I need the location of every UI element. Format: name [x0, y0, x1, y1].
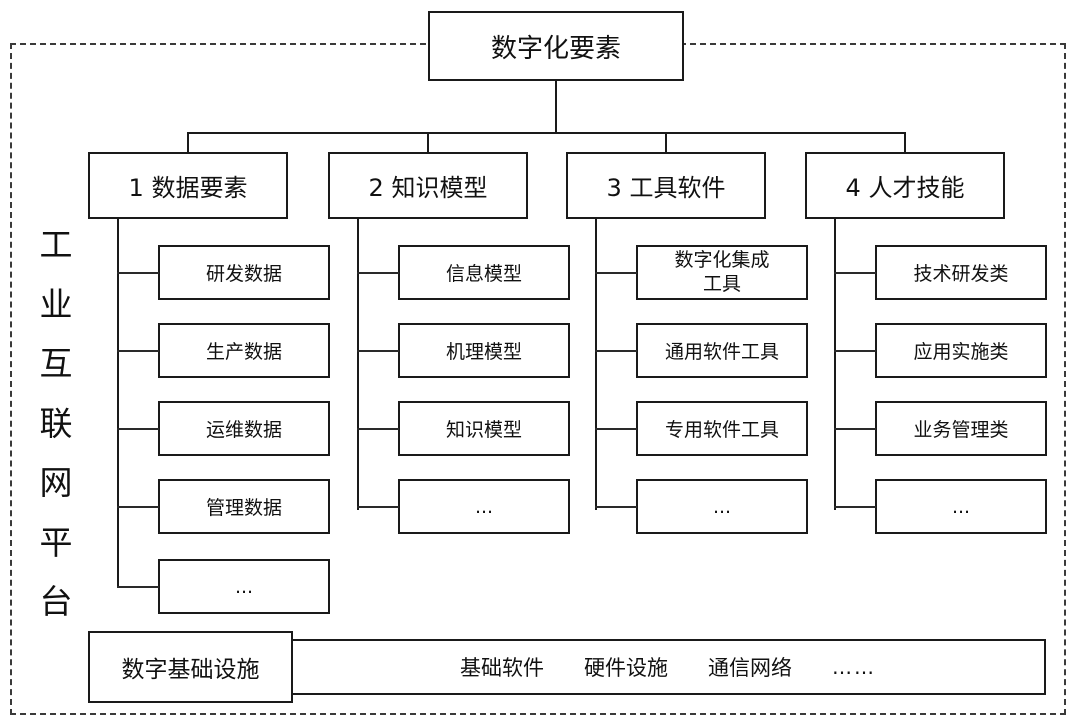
sub-node-c1-r1-label: 研发数据: [205, 263, 282, 285]
connector-spine-col-2: [357, 219, 360, 510]
sub-node-c3-r4[interactable]: ...: [636, 479, 808, 534]
infrastructure-item-0[interactable]: 基础软件: [460, 656, 544, 680]
sub-node-c2-r1-label: 信息模型: [445, 263, 522, 285]
infrastructure-items: 基础软件 硬件设施 通信网络 ……: [272, 652, 876, 682]
sub-node-c1-r2[interactable]: 生产数据: [158, 323, 330, 378]
sub-node-c1-r3-label: 运维数据: [205, 419, 282, 441]
connector-stub-c3-r2: [595, 350, 637, 353]
infrastructure-item-3: ……: [832, 655, 876, 679]
category-header-4-label: 4 人才技能: [845, 174, 965, 202]
root-node-label: 数字化要素: [490, 33, 621, 64]
platform-label-char-4: 网: [39, 463, 73, 502]
platform-vertical-label: 工 业 互 联 网 平 台: [28, 228, 84, 618]
platform-frame: [10, 43, 1066, 715]
sub-node-c4-r1[interactable]: 技术研发类: [875, 245, 1047, 300]
category-header-3-label: 3 工具软件: [606, 174, 726, 202]
sub-node-c4-r3[interactable]: 业务管理类: [875, 401, 1047, 456]
connector-stub-c4-r2: [834, 350, 876, 353]
connector-stub-c4-r3: [834, 428, 876, 431]
root-node-digital-elements[interactable]: 数字化要素: [428, 11, 684, 81]
connector-stub-c3-r4: [595, 506, 637, 509]
sub-node-c4-r3-label: 业务管理类: [913, 419, 1009, 441]
connector-stub-c2-r4: [357, 506, 399, 509]
infrastructure-bar: 基础软件 硬件设施 通信网络 ……: [270, 639, 1046, 695]
category-header-4[interactable]: 4 人才技能: [805, 152, 1005, 219]
category-header-1-label: 1 数据要素: [128, 174, 248, 202]
sub-node-c3-r1[interactable]: 数字化集成工具: [636, 245, 808, 300]
sub-node-c3-r2[interactable]: 通用软件工具: [636, 323, 808, 378]
connector-stub-c3-r1: [595, 272, 637, 275]
platform-label-char-3: 联: [39, 403, 73, 443]
connector-stub-c1-r1: [117, 272, 159, 275]
connector-stub-c1-r2: [117, 350, 159, 353]
connector-spine-col-1: [117, 219, 120, 588]
connector-stub-c2-r3: [357, 428, 399, 431]
sub-node-c2-r4-label: ...: [474, 495, 494, 518]
connector-root-drop: [555, 81, 558, 133]
platform-label-char-5: 平: [39, 522, 73, 562]
sub-node-c3-r2-label: 通用软件工具: [664, 341, 779, 363]
sub-node-c4-r1-label: 技术研发类: [913, 263, 1009, 285]
sub-node-c3-r3-label: 专用软件工具: [664, 419, 779, 441]
category-header-3[interactable]: 3 工具软件: [566, 152, 766, 219]
sub-node-c4-r2-label: 应用实施类: [913, 341, 1009, 363]
sub-node-c1-r3[interactable]: 运维数据: [158, 401, 330, 456]
platform-label-char-0: 工: [39, 225, 73, 264]
connector-spine-col-4: [834, 219, 837, 510]
connector-drop-col-1: [187, 132, 190, 154]
sub-node-c2-r1[interactable]: 信息模型: [398, 245, 570, 300]
sub-node-c3-r3[interactable]: 专用软件工具: [636, 401, 808, 456]
sub-node-c2-r4[interactable]: ...: [398, 479, 570, 534]
category-header-2[interactable]: 2 知识模型: [328, 152, 528, 219]
sub-node-c1-r5-label: ...: [234, 575, 254, 598]
infrastructure-item-2[interactable]: 通信网络: [708, 656, 792, 680]
connector-stub-c1-r3: [117, 428, 159, 431]
sub-node-c2-r3[interactable]: 知识模型: [398, 401, 570, 456]
connector-stub-c4-r4: [834, 506, 876, 509]
sub-node-c1-r4-label: 管理数据: [205, 497, 282, 519]
connector-stub-c3-r3: [595, 428, 637, 431]
connector-stub-c2-r1: [357, 272, 399, 275]
connector-stub-c1-r5: [117, 586, 159, 589]
sub-node-c4-r4-label: ...: [951, 495, 971, 518]
connector-spine-col-3: [595, 219, 598, 510]
sub-node-c1-r5[interactable]: ...: [158, 559, 330, 614]
sub-node-c1-r2-label: 生产数据: [205, 341, 282, 363]
sub-node-c3-r1-label: 数字化集成工具: [674, 248, 770, 295]
infrastructure-label-box[interactable]: 数字基础设施: [88, 631, 293, 703]
connector-stub-c2-r2: [357, 350, 399, 353]
platform-label-char-2: 互: [39, 344, 73, 383]
sub-node-c3-r4-label: ...: [712, 495, 732, 518]
sub-node-c2-r2-label: 机理模型: [445, 341, 522, 363]
sub-node-c4-r4[interactable]: ...: [875, 479, 1047, 534]
category-header-2-label: 2 知识模型: [368, 174, 488, 202]
sub-node-c1-r4[interactable]: 管理数据: [158, 479, 330, 534]
platform-label-char-6: 台: [39, 582, 73, 621]
sub-node-c4-r2[interactable]: 应用实施类: [875, 323, 1047, 378]
sub-node-c2-r3-label: 知识模型: [445, 419, 522, 441]
sub-node-c1-r1[interactable]: 研发数据: [158, 245, 330, 300]
category-header-1[interactable]: 1 数据要素: [88, 152, 288, 219]
platform-label-char-1: 业: [39, 284, 73, 324]
connector-bus: [188, 132, 906, 135]
connector-drop-col-3: [665, 132, 668, 154]
infrastructure-label: 数字基础设施: [121, 657, 260, 683]
sub-node-c2-r2[interactable]: 机理模型: [398, 323, 570, 378]
connector-stub-c4-r1: [834, 272, 876, 275]
connector-drop-col-2: [427, 132, 430, 154]
infrastructure-item-1[interactable]: 硬件设施: [584, 656, 668, 680]
connector-stub-c1-r4: [117, 506, 159, 509]
connector-drop-col-4: [904, 132, 907, 154]
